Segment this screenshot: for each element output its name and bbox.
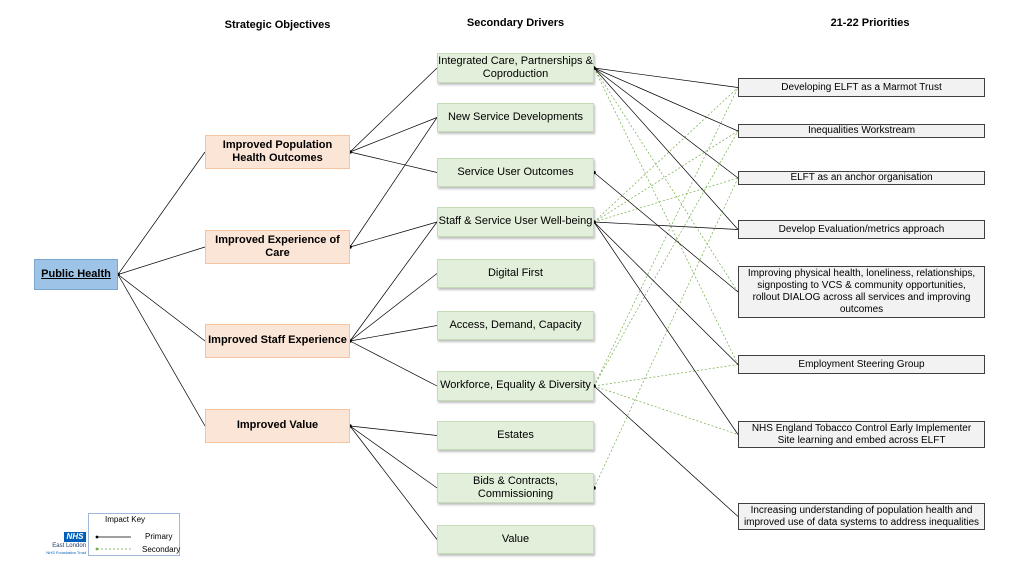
logo-line2: NHS Foundation Trust xyxy=(46,550,86,555)
secondary-impact-connector xyxy=(593,385,739,435)
secondary-impact-connector xyxy=(593,130,739,223)
impact-key-secondary-label: Secondary xyxy=(142,545,181,554)
primary-impact-connector xyxy=(593,221,739,435)
drivers-header: Secondary Drivers xyxy=(466,17,565,29)
impact-key-title: Impact Key xyxy=(105,515,146,524)
impact-key: Impact Key Primary Secondary xyxy=(88,513,180,556)
objective-driver-connector xyxy=(349,151,438,173)
objective-driver-connector xyxy=(349,425,438,540)
driver-estates[interactable]: Estates xyxy=(437,421,594,450)
secondary-impact-connector xyxy=(593,67,739,293)
secondary-impact-connector xyxy=(593,177,739,489)
objective-driver-connector xyxy=(349,67,438,153)
root-objective-connector xyxy=(117,274,206,427)
nhs-logo: NHS East London NHS Foundation Trust xyxy=(36,532,86,556)
secondary-impact-connector xyxy=(593,67,739,365)
secondary-impact-connector xyxy=(593,130,739,387)
driver-value[interactable]: Value xyxy=(437,525,594,554)
objective-staff-experience[interactable]: Improved Staff Experience xyxy=(205,324,350,358)
driver-digital-first[interactable]: Digital First xyxy=(437,259,594,288)
driver-new-service-developments[interactable]: New Service Developments xyxy=(437,103,594,132)
primary-impact-connector xyxy=(593,172,739,293)
objective-driver-connector xyxy=(349,425,438,436)
secondary-impact-connector xyxy=(593,87,739,223)
objective-driver-connector xyxy=(349,117,438,153)
priority-tobacco-control[interactable]: NHS England Tobacco Control Early Implem… xyxy=(738,421,985,448)
objectives-header: Strategic Objectives xyxy=(224,19,331,31)
driver-workforce-equality[interactable]: Workforce, Equality & Diversity xyxy=(437,371,594,401)
objective-driver-connector xyxy=(349,340,438,387)
objective-driver-connector xyxy=(349,221,438,248)
secondary-line-sample xyxy=(95,547,131,551)
primary-impact-connector xyxy=(593,385,739,517)
objective-driver-connector xyxy=(349,325,438,342)
priority-anchor-organisation[interactable]: ELFT as an anchor organisation xyxy=(738,171,985,185)
priority-marmot-trust[interactable]: Developing ELFT as a Marmot Trust xyxy=(738,78,985,97)
driver-integrated-care[interactable]: Integrated Care, Partnerships & Coproduc… xyxy=(437,53,594,83)
root-public-health[interactable]: Public Health xyxy=(34,259,118,290)
objective-driver-connector xyxy=(349,425,438,489)
priority-inequalities-workstream[interactable]: Inequalities Workstream xyxy=(738,124,985,138)
primary-impact-connector xyxy=(593,67,739,179)
primary-impact-connector xyxy=(593,67,739,88)
primary-impact-connector xyxy=(593,67,739,132)
root-objective-connector xyxy=(117,246,206,275)
root-objective-connector xyxy=(117,274,206,342)
primary-impact-connector xyxy=(593,67,739,230)
priorities-header: 21-22 Priorities xyxy=(830,17,910,29)
objective-improved-value[interactable]: Improved Value xyxy=(205,409,350,443)
driver-service-user-outcomes[interactable]: Service User Outcomes xyxy=(437,158,594,187)
objective-driver-connector xyxy=(349,273,438,342)
primary-line-sample xyxy=(95,535,131,539)
driver-bids-contracts[interactable]: Bids & Contracts, Commissioning xyxy=(437,473,594,503)
priority-population-health-data[interactable]: Increasing understanding of population h… xyxy=(738,503,985,530)
secondary-impact-connector xyxy=(593,177,739,223)
secondary-impact-connector xyxy=(593,364,739,387)
primary-impact-connector xyxy=(593,221,739,365)
objective-experience-of-care[interactable]: Improved Experience of Care xyxy=(205,230,350,264)
priority-evaluation-metrics[interactable]: Develop Evaluation/metrics approach xyxy=(738,220,985,239)
root-objective-connector xyxy=(117,151,206,275)
priority-physical-health-dialog[interactable]: Improving physical health, loneliness, r… xyxy=(738,266,985,318)
nhs-badge: NHS xyxy=(64,532,86,542)
secondary-impact-connector xyxy=(593,87,739,387)
driver-staff-wellbeing[interactable]: Staff & Service User Well-being xyxy=(437,207,594,237)
logo-line1: East London xyxy=(52,543,86,549)
priority-employment-steering[interactable]: Employment Steering Group xyxy=(738,355,985,374)
primary-impact-connector xyxy=(593,221,739,230)
impact-key-primary-label: Primary xyxy=(145,532,173,541)
objective-driver-connector xyxy=(349,221,438,342)
objective-driver-connector xyxy=(349,117,438,248)
objective-population-health[interactable]: Improved Population Health Outcomes xyxy=(205,135,350,169)
driver-access-demand-capacity[interactable]: Access, Demand, Capacity xyxy=(437,311,594,340)
